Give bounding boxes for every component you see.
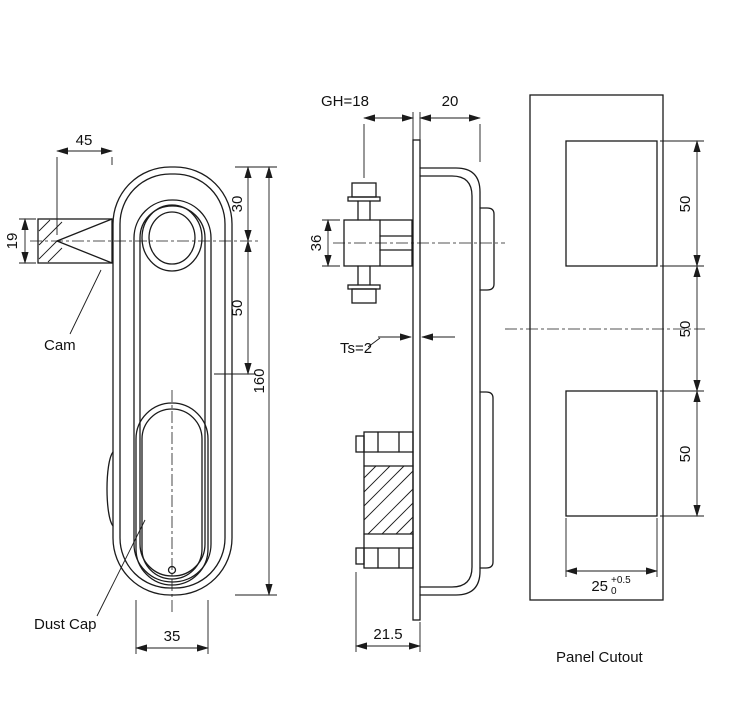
- dim-30: 30: [229, 166, 277, 242]
- dim-19: 19: [4, 218, 36, 264]
- panel-plate: [412, 139, 421, 621]
- dim-50-front: 50: [214, 240, 256, 375]
- dim-50-front-text: 50: [229, 300, 246, 317]
- cam-shaft: [37, 218, 113, 264]
- dust-cap: [135, 402, 209, 586]
- cutout-bottom: [565, 390, 658, 517]
- dim-35-text: 35: [164, 628, 181, 645]
- side-view: GH=18 20 36 Ts=2 21.5: [308, 93, 505, 652]
- dim-25-tol-upper: +0.5: [611, 575, 631, 586]
- panel-cutout-view: 50 50 50 25 +0.5 0 Panel Cutout: [505, 94, 705, 666]
- dim-50-top-text: 50: [677, 196, 694, 213]
- dim-50-middle-text: 50: [677, 321, 694, 338]
- cam-label: Cam: [44, 337, 76, 354]
- lock-mechanism: [343, 182, 413, 304]
- dim-45-text: 45: [76, 132, 93, 149]
- dim-160-text: 160: [251, 368, 268, 393]
- dim-36-text: 36: [308, 235, 325, 252]
- front-view: 45 19 30 50 160: [4, 132, 277, 654]
- panel-cutout-caption: Panel Cutout: [556, 649, 644, 666]
- cam-assembly-side: [355, 431, 414, 569]
- dim-50-bottom-text: 50: [677, 446, 694, 463]
- dim-21-5: 21.5: [355, 572, 421, 652]
- dim-20-text: 20: [442, 93, 459, 110]
- cutout-top: [565, 140, 658, 267]
- dim-25: 25 +0.5 0: [565, 518, 658, 597]
- dim-gh18-text: GH=18: [321, 93, 369, 110]
- dust-cap-label: Dust Cap: [34, 616, 97, 633]
- dim-21-5-text: 21.5: [373, 626, 402, 643]
- handle-body: [106, 166, 233, 596]
- dim-ts2-text: Ts=2: [340, 340, 372, 357]
- dim-20: 20: [419, 93, 481, 162]
- dust-cap-callout: Dust Cap: [34, 519, 146, 633]
- dim-36: 36: [308, 219, 340, 267]
- dim-25-tol-lower: 0: [611, 586, 617, 597]
- dim-30-text: 30: [229, 196, 246, 213]
- cam-callout: Cam: [44, 269, 102, 354]
- handle-side-profile: [419, 167, 495, 596]
- dim-19-text: 19: [4, 233, 21, 250]
- dim-50-chain: 50 50 50: [660, 140, 704, 517]
- panel-outline: [529, 94, 664, 601]
- dim-ts2: Ts=2: [340, 333, 455, 357]
- dim-160: 160: [235, 166, 277, 596]
- dim-45: 45: [56, 132, 113, 235]
- dim-35: 35: [135, 600, 209, 654]
- dim-gh18: GH=18: [321, 93, 414, 178]
- dim-25-text: 25: [591, 578, 608, 595]
